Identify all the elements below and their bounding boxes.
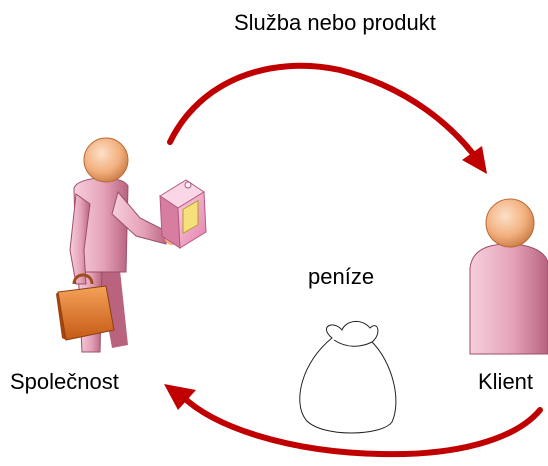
client-label: Klient xyxy=(478,369,534,394)
arrow-to-company xyxy=(164,384,543,458)
service-or-product-label: Služba nebo produkt xyxy=(234,10,436,35)
arrow-to-client xyxy=(167,62,487,174)
company-label: Společnost xyxy=(10,369,119,394)
briefcase-icon xyxy=(56,273,115,341)
client-person xyxy=(469,198,548,355)
money-bag-icon xyxy=(299,321,397,434)
product-box-icon xyxy=(159,179,207,249)
money-label: peníze xyxy=(308,264,375,289)
